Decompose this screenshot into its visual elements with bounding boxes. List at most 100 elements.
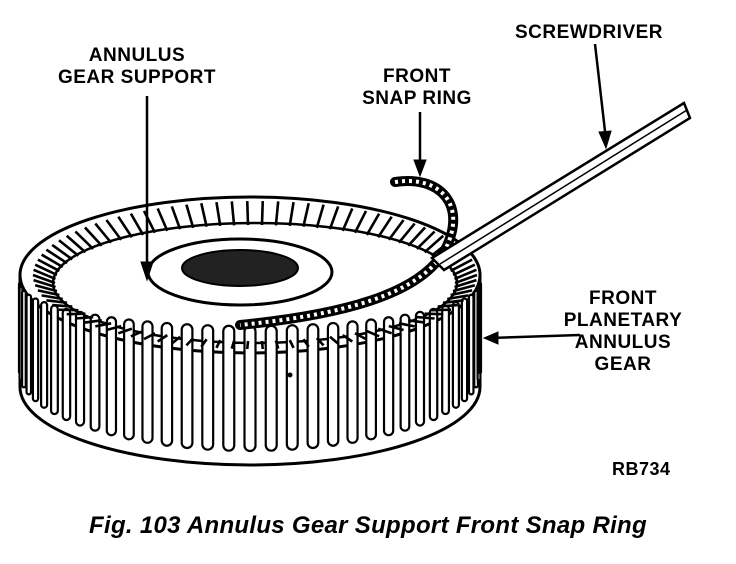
gear-tooth [89,313,101,432]
leader-annulus-support-arrowhead [140,261,154,282]
leader-lines [140,43,612,345]
inner-tooth [65,234,87,254]
gear-tooth [460,297,469,403]
inner-tooth [171,335,181,345]
inner-tooth [366,329,380,338]
label-line: ANNULUS [574,332,672,353]
label-line: GEAR SUPPORT [57,67,217,88]
inner-tooth [377,215,393,239]
inner-tooth [45,248,68,265]
inner-tooth [274,201,280,226]
gear-tooth [467,293,475,396]
inner-tooth [260,340,265,350]
inner-tooth [95,322,112,328]
inner-tooth [230,340,236,349]
inner-tooth [288,201,295,227]
gear-tooth [61,307,72,422]
gear-tooth [365,318,378,441]
inner-tooth [34,263,58,277]
inner-tooth [185,337,195,347]
inner-tooth [94,222,113,244]
inner-tooth [215,201,222,227]
inner-tooth [117,327,133,335]
gear-tooth [441,304,451,416]
inner-tooth [387,219,405,241]
inner-tooth [328,205,340,230]
inner-tooth [397,222,416,244]
inner-tooth [37,289,60,297]
inner-tooth [450,289,473,297]
inner-tooth [302,202,310,228]
label-screwdriver: SCREWDRIVER [515,22,665,44]
inner-tooth [40,253,64,269]
inner-tooth [245,201,250,226]
inner-tooth [442,299,464,305]
leader-screwdriver [593,43,608,141]
inner-tooth [454,268,477,281]
inner-tooth [230,201,236,226]
leader-planetary-gear-arrowhead [482,331,499,345]
inner-tooth [407,226,427,247]
label-line: ANNULUS [88,45,186,66]
inner-tooth [185,204,195,229]
inner-tooth [408,318,426,324]
label-front-planetary-annulus-gear: FRONT PLANETARY ANNULUS GEAR [548,288,698,376]
leader-snap-ring-arrowhead [413,159,427,178]
inner-tooth [200,202,208,228]
gear-tooth [122,318,135,441]
inner-tooth [41,294,63,301]
inner-tooth [245,340,250,350]
inner-tooth [388,324,404,332]
inner-tooth [452,263,476,277]
figure-code: RB734 [612,458,682,480]
inner-tooth [156,334,169,343]
inner-tooth [315,204,325,229]
gear-tooth [222,324,236,452]
gear-tooth [40,301,49,409]
inner-tooth [129,213,145,236]
inner-tooth [450,258,473,273]
gear-tooth [326,321,340,447]
gear-mark [287,372,293,378]
inner-tooth [341,334,354,343]
inner-tooth [74,230,95,250]
inner-tooth [83,226,103,247]
gear-tooth [264,324,278,452]
gear-tooth [201,324,215,451]
inner-tooth [365,213,381,236]
inner-tooth [288,339,295,349]
label-line: FRONT [589,288,657,309]
inner-tooth [437,303,458,308]
inner-tooth [315,337,325,347]
inner-tooth [156,207,169,232]
inner-tooth [415,230,436,250]
inner-tooth [260,201,265,226]
inner-tooth [143,332,156,341]
label-line: RB734 [612,459,671,479]
figure-caption: Fig. 103 Annulus Gear Support Front Snap… [89,512,647,539]
gear-tooth [306,323,320,450]
gear-tooth [141,320,154,444]
label-front-snap-ring: FRONT SNAP RING [352,66,482,110]
inner-tooth [452,284,476,293]
inner-tooth [84,318,102,324]
inner-tooth [105,219,123,241]
label-line: GEAR [594,354,652,375]
inner-tooth [200,338,208,348]
inner-tooth [398,322,415,328]
gear-tooth [49,304,59,416]
inner-tooth [353,210,368,234]
gear-tooth [25,293,33,396]
label-line: SNAP RING [362,88,472,109]
label-line: SCREWDRIVER [515,22,664,43]
gear-tooth [243,324,257,453]
leader-screwdriver-arrowhead [598,130,612,150]
inner-tooth [302,338,310,348]
label-line: PLANETARY [563,310,683,331]
inner-tooth [52,303,73,308]
annulus-gear-support [146,237,334,378]
gear-tooth [399,313,411,432]
inner-tooth [51,243,74,261]
inner-tooth [33,278,56,289]
